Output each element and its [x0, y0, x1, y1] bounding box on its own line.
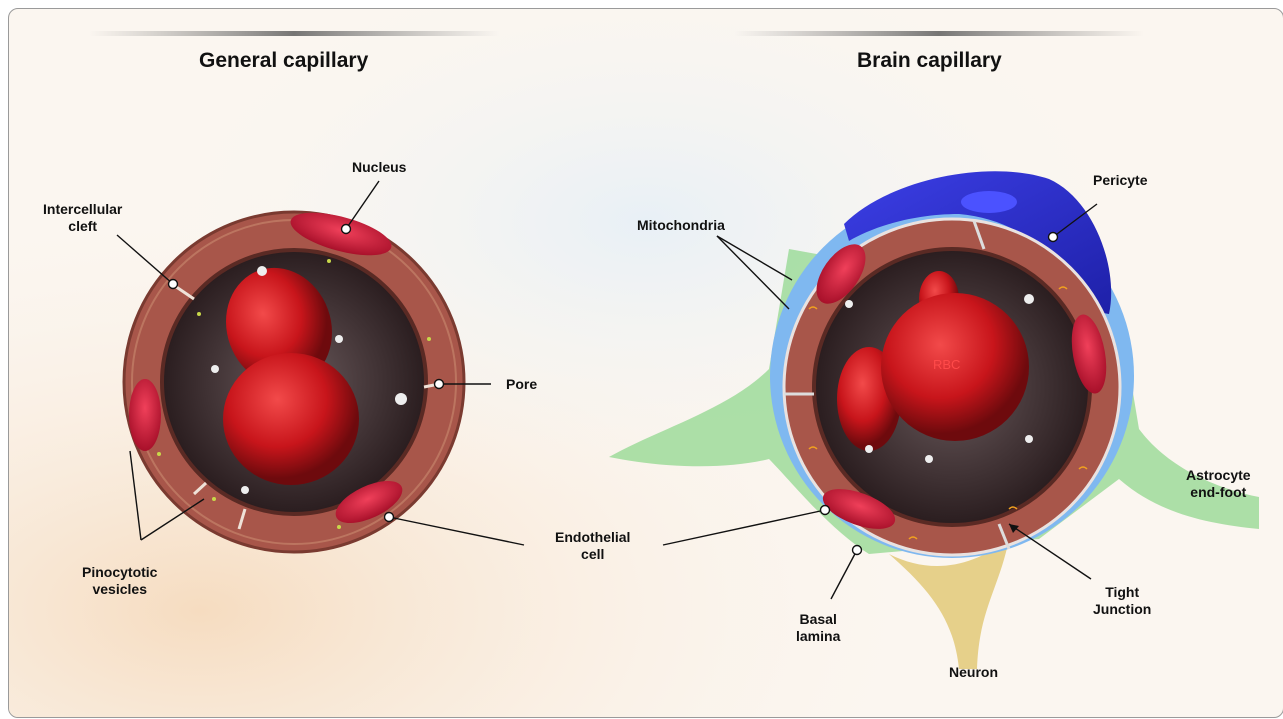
label-neuron: Neuron [949, 664, 998, 681]
label-rbc: RBC [933, 357, 960, 372]
title-bar-left [89, 31, 499, 36]
label-basal-lamina: Basal lamina [796, 611, 840, 645]
figure-frame: General capillary Brain capillary Nucleu… [8, 8, 1283, 718]
illustration [9, 9, 1283, 717]
label-tight-junction: Tight Junction [1093, 584, 1151, 618]
label-pericyte: Pericyte [1093, 172, 1147, 189]
label-endothelial-cell: Endothelial cell [555, 529, 630, 563]
label-pore: Pore [506, 376, 537, 393]
label-pinocytotic-vesicles: Pinocytotic vesicles [82, 564, 157, 598]
label-nucleus: Nucleus [352, 159, 406, 176]
title-brain-capillary: Brain capillary [857, 49, 1002, 73]
label-mitochondria: Mitochondria [637, 217, 725, 234]
label-astrocyte-end-foot: Astrocyte end-foot [1186, 467, 1251, 501]
title-general-capillary: General capillary [199, 49, 368, 73]
title-bar-right [734, 31, 1144, 36]
label-intercellular-cleft: Intercellular cleft [43, 201, 122, 235]
